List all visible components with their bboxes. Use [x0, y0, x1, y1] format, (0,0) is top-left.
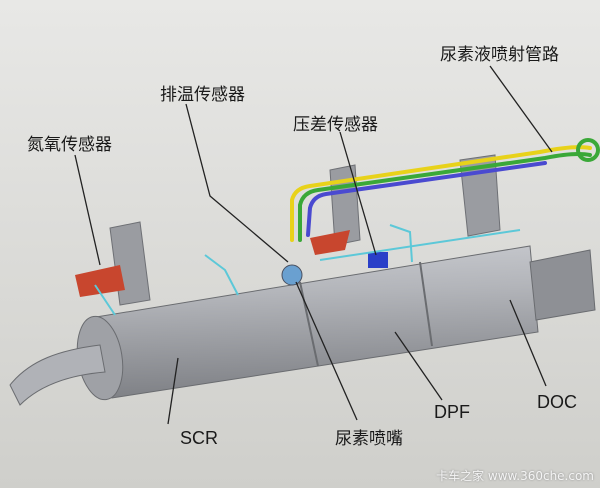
label-pressure-diff-sensor: 压差传感器	[293, 115, 378, 135]
urea-nozzle	[281, 264, 303, 286]
label-scr: SCR	[180, 428, 219, 448]
pressure-diff-sensor	[368, 252, 388, 268]
pressure-diff-module	[310, 230, 350, 255]
inlet-pipe	[529, 249, 596, 321]
leader-lines	[74, 65, 553, 425]
label-urea-line: 尿素液喷射管路	[440, 45, 559, 65]
label-urea-nozzle: 尿素喷嘴	[335, 429, 403, 449]
label-exhaust-temp-sensor: 排温传感器	[160, 85, 245, 105]
watermark: 卡车之家 www.360che.com	[436, 469, 594, 483]
label-dpf: DPF	[434, 402, 470, 422]
tailpipe	[9, 344, 106, 406]
nox-sensor	[75, 265, 125, 297]
label-doc: DOC	[537, 392, 577, 412]
label-nox-sensor: 氮氧传感器	[27, 135, 112, 155]
sensor-wires	[94, 224, 521, 316]
urea-injection-lines	[290, 138, 600, 242]
